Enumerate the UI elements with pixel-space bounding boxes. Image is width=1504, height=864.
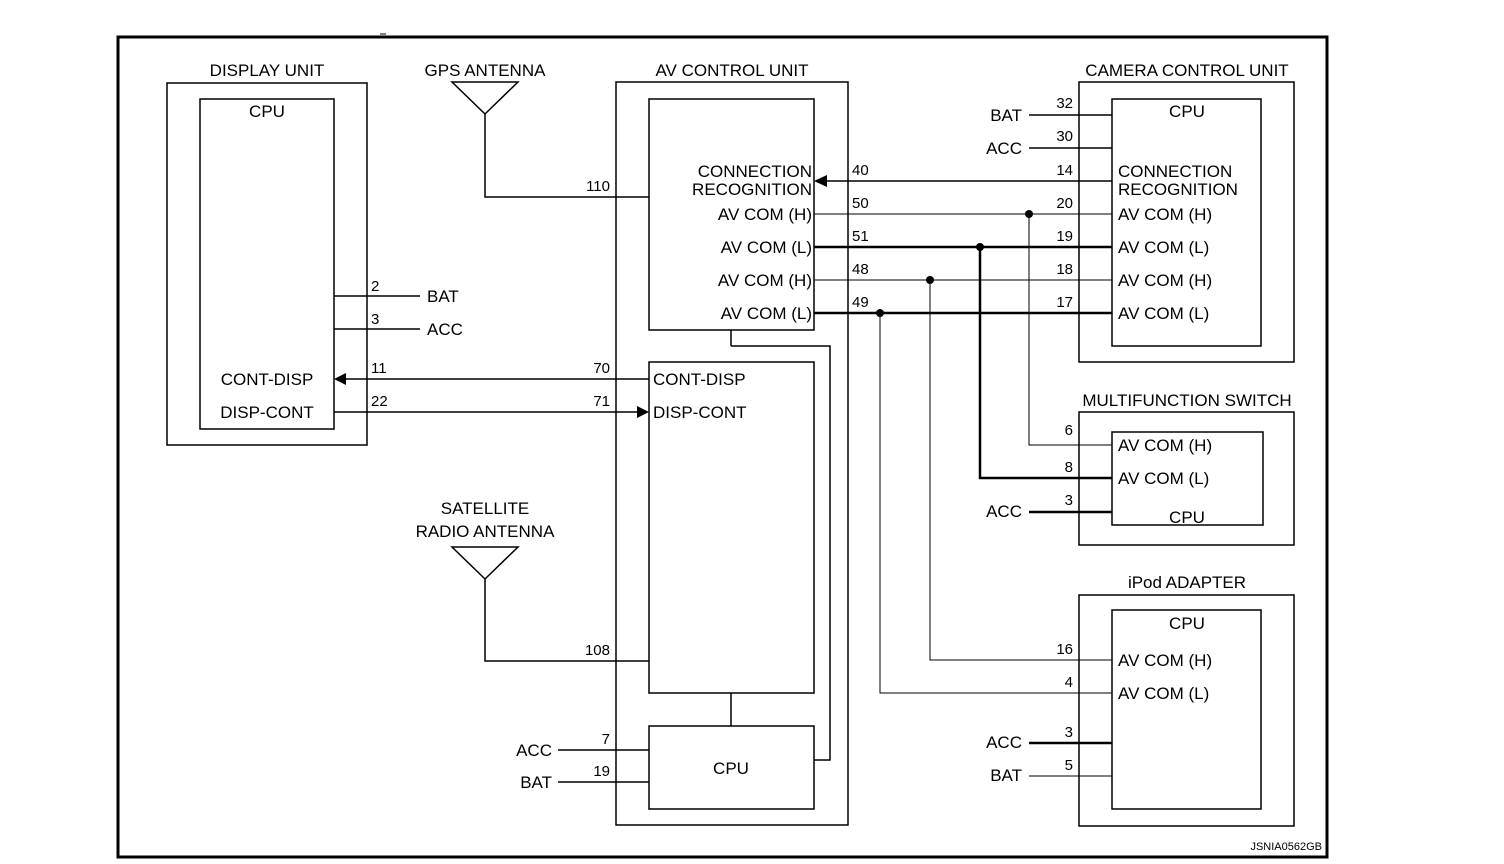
display-unit-title: DISPLAY UNIT [210,61,325,80]
camera-av-com-l-label: AV COM (L) [1118,304,1209,323]
av-control-unit-box [615,81,849,826]
multifunction-switch-title: MULTIFUNCTION SWITCH [1082,391,1291,410]
pin-number: 3 [1065,492,1073,509]
pin-number: 50 [852,195,869,212]
pin-number: 51 [852,228,869,245]
display-unit-cont-disp-label: CONT-DISP [221,370,314,389]
arrow-cont-disp [334,373,346,385]
pin-number: 108 [585,642,610,659]
pin-number: 2 [371,278,379,295]
pin-number: 32 [1056,95,1073,112]
av-com-h-label: AV COM (H) [718,205,812,224]
ipod-cpu-box [1111,609,1262,810]
pin-number: 71 [593,393,610,410]
display-unit-cpu-label: CPU [249,102,285,121]
arrow-conn-recognition [814,175,827,187]
arrow-disp-cont [637,406,649,418]
av-cpu-label: CPU [713,759,749,778]
satellite-antenna-title: SATELLITE [441,499,530,518]
pin-number: 6 [1065,422,1073,439]
pin-number: 40 [852,162,869,179]
pin-number: 4 [1065,674,1073,691]
msw-av-com-l-label: AV COM (L) [1118,469,1209,488]
pin-number: 3 [371,311,379,328]
display-unit-bat-label: BAT [427,287,459,306]
pin-number: 19 [593,763,610,780]
av-control-unit-title: AV CONTROL UNIT [655,61,808,80]
pin-number: 48 [852,261,869,278]
pin-number: 20 [1056,195,1073,212]
camera-cpu-label: CPU [1169,102,1205,121]
av-conn-rec-label-2: RECOGNITION [692,180,812,199]
av-com-l-label: AV COM (L) [721,304,812,323]
av-com-h-label: AV COM (H) [718,271,812,290]
gps-antenna-symbol [450,81,520,116]
av-disp-cont-label: DISP-CONT [653,403,747,422]
pin-number: 49 [852,294,869,311]
pin-number: 30 [1056,128,1073,145]
camera-control-unit-title: CAMERA CONTROL UNIT [1085,61,1288,80]
display-unit-disp-cont-label: DISP-CONT [220,403,314,422]
camera-acc-label: ACC [986,139,1022,158]
pin-number: 3 [1065,724,1073,741]
junction-dot [1025,210,1033,218]
outer-frame [116,35,1329,859]
pin-number: 5 [1065,757,1073,774]
figure-code: JSNIA0562GB [1250,841,1322,853]
pin-number: 16 [1056,641,1073,658]
ipod-bat-label: BAT [990,766,1022,785]
camera-conn-rec-label: CONNECTION [1118,162,1232,181]
camera-control-unit-box [1078,81,1295,363]
junction-dot [876,309,884,317]
ipod-adapter-title: iPod ADAPTER [1128,573,1246,592]
satellite-antenna-title-2: RADIO ANTENNA [416,522,556,541]
msw-acc-label: ACC [986,502,1022,521]
satellite-antenna-symbol [450,546,520,581]
msw-av-com-h-label: AV COM (H) [1118,436,1212,455]
pin-number: 110 [586,178,610,195]
msw-cpu-label: CPU [1169,508,1205,527]
pin-number: 18 [1056,261,1073,278]
junction-dot [926,276,934,284]
av-conn-rec-label: CONNECTION [698,162,812,181]
av-bat-label: BAT [520,773,552,792]
ipod-av-com-l-label: AV COM (L) [1118,684,1209,703]
gps-antenna-title: GPS ANTENNA [425,61,547,80]
pin-number: 8 [1065,459,1073,476]
pin-number: 22 [371,393,388,410]
pin-number: 19 [1056,228,1073,245]
camera-av-com-l-label: AV COM (L) [1118,238,1209,257]
pin-number: 70 [593,360,610,377]
camera-av-com-h-label: AV COM (H) [1118,205,1212,224]
pin-number: 17 [1056,294,1073,311]
pin-number: 7 [602,731,610,748]
camera-cpu-box [1111,98,1262,347]
pin-number: 11 [371,360,387,377]
display-unit-acc-label: ACC [427,320,463,339]
junction-dot [976,243,984,251]
av-acc-label: ACC [516,741,552,760]
display-unit-box [166,82,368,446]
ipod-adapter-box [1078,594,1295,827]
ipod-av-com-h-label: AV COM (H) [1118,651,1212,670]
ipod-acc-label: ACC [986,733,1022,752]
camera-av-com-h-label: AV COM (H) [1118,271,1212,290]
display-unit-cpu-box [199,98,335,430]
pin-number: 14 [1056,162,1073,179]
camera-conn-rec-label-2: RECOGNITION [1118,180,1238,199]
camera-bat-label: BAT [990,106,1022,125]
av-cont-disp-label: CONT-DISP [653,370,746,389]
ipod-cpu-label: CPU [1169,614,1205,633]
av-com-l-label: AV COM (L) [721,238,812,257]
